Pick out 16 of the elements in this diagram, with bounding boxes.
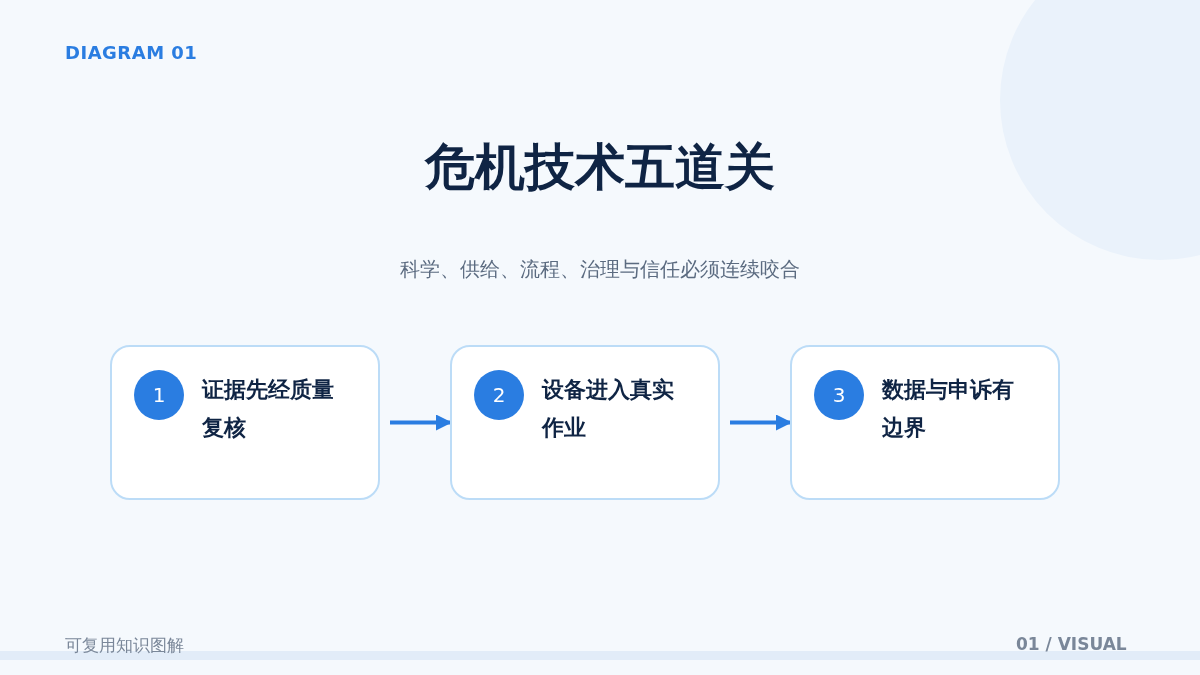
footer-text: 可复用知识图解 [65, 634, 184, 657]
step-card [790, 345, 1060, 500]
subtitle: 科学、供给、流程、治理与信任必须连续咬合 [399, 256, 801, 283]
arrow [390, 414, 452, 431]
arrow [730, 414, 792, 431]
step-text: 数据与申诉有边界 [882, 376, 1015, 442]
step-text: 证据先经质量复核 [202, 376, 335, 442]
step-text: 设备进入真实作业 [542, 376, 675, 442]
title: 危机技术五道关 [423, 137, 776, 198]
page-label: 01 / VISUAL [1016, 634, 1127, 654]
diagram-number: DIAGRAM 01 [65, 42, 198, 63]
step-number: 3 [814, 370, 864, 420]
step-number: 2 [474, 370, 524, 420]
step-number: 1 [134, 370, 184, 420]
step-card [450, 345, 720, 500]
step-card [110, 345, 380, 500]
